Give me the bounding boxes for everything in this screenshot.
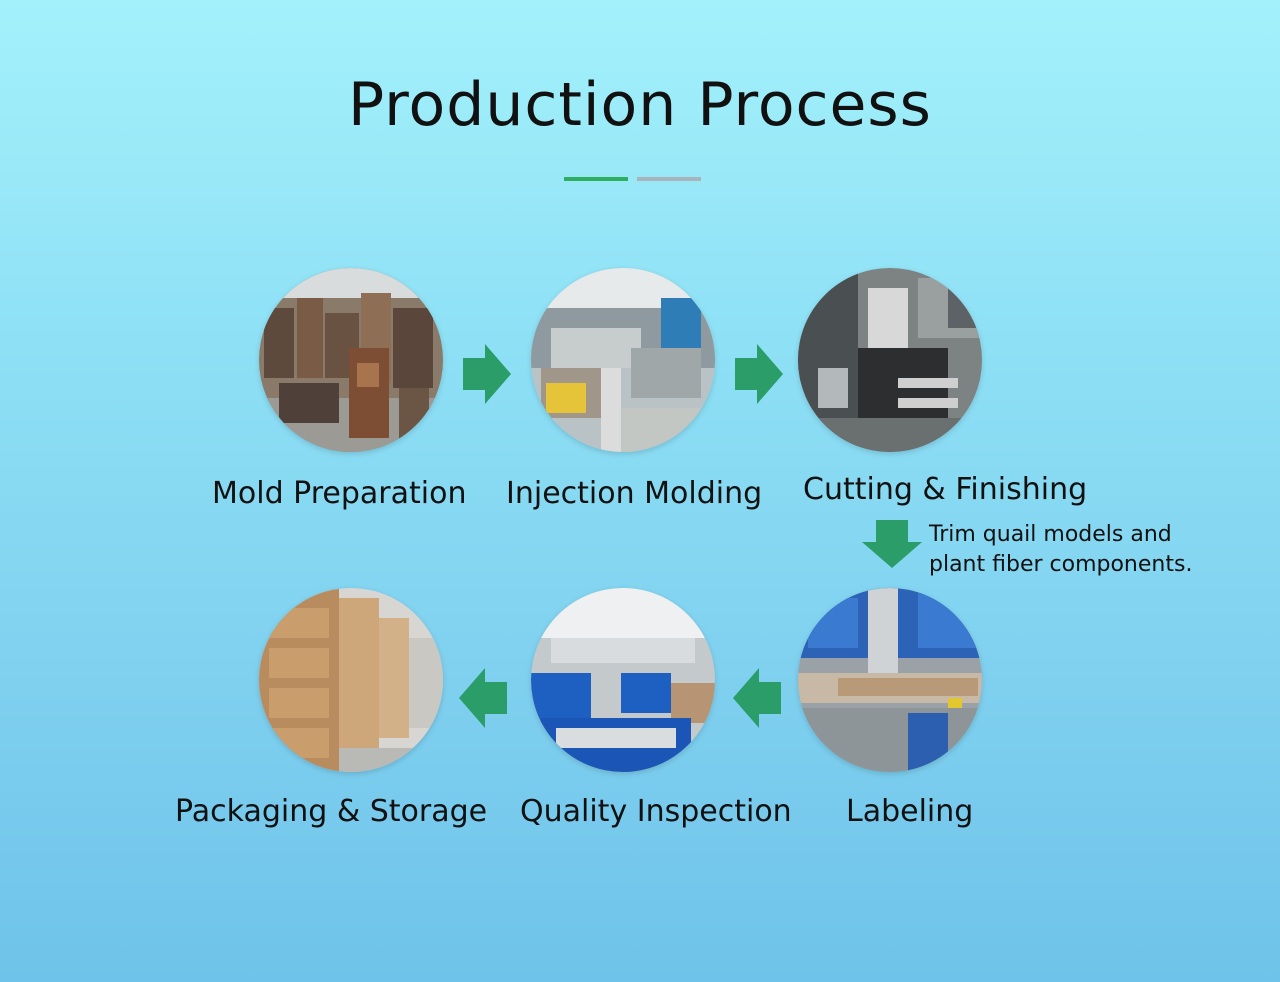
step-label-labeling: Labeling	[846, 794, 974, 829]
cutting-finishing-photo	[798, 268, 982, 452]
title-divider-green	[564, 177, 628, 181]
mold-preparation-photo	[259, 268, 443, 452]
arrow-left-icon	[459, 668, 507, 728]
cutting-note-line: plant fiber components.	[929, 552, 1193, 577]
labeling-photo	[798, 588, 982, 772]
arrow-left-icon	[733, 668, 781, 728]
cutting-note: Trim quail models and plant fiber compon…	[929, 520, 1192, 580]
step-label-cutting-finishing: Cutting & Finishing	[803, 472, 1088, 507]
step-label-quality-inspection: Quality Inspection	[520, 794, 792, 829]
cutting-note-line: Trim quail models and	[929, 522, 1172, 547]
step-label-mold-preparation: Mold Preparation	[212, 476, 467, 511]
arrow-right-icon	[463, 344, 511, 404]
arrow-right-icon	[735, 344, 783, 404]
arrow-down-icon	[862, 520, 922, 568]
step-label-packaging-storage: Packaging & Storage	[175, 794, 488, 829]
step-label-injection-molding: Injection Molding	[506, 476, 763, 511]
title-divider-grey	[637, 177, 701, 181]
packaging-storage-photo	[259, 588, 443, 772]
injection-molding-photo	[531, 268, 715, 452]
quality-inspection-photo	[531, 588, 715, 772]
page-title: Production Process	[348, 70, 932, 140]
